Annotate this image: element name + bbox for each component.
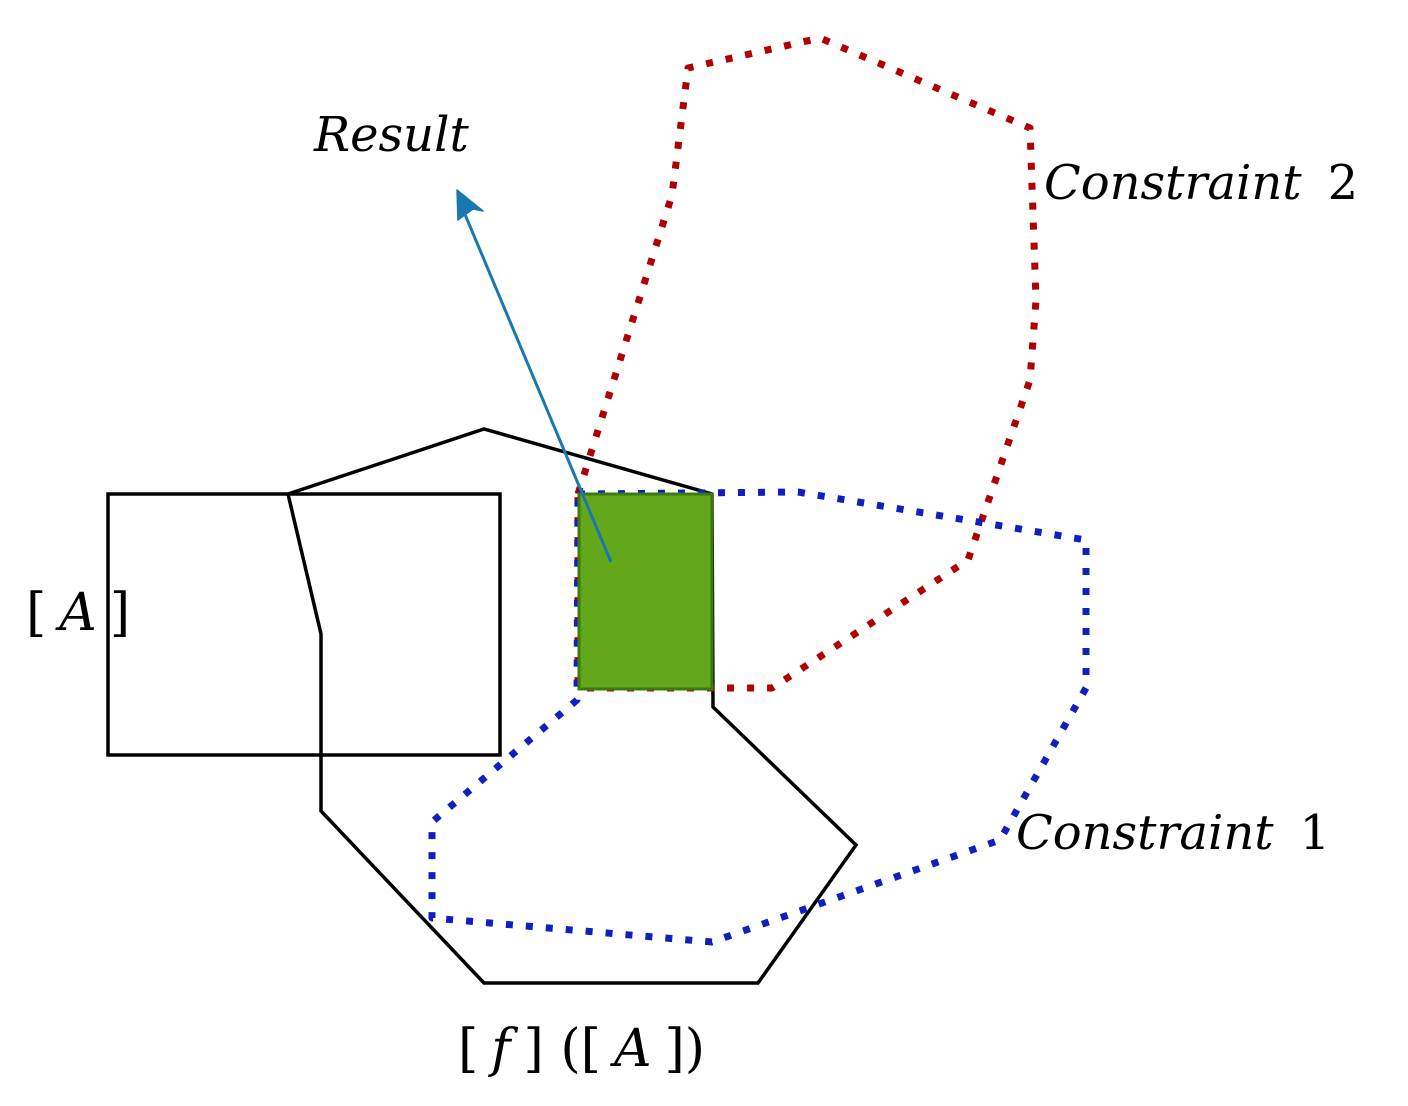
image-function: f	[487, 1019, 518, 1079]
image-label: [ f ] ([ A ])	[458, 1019, 705, 1079]
constraint-2-word: Constraint	[1044, 155, 1302, 211]
box-a-label: [ A ]	[26, 583, 130, 643]
constraint-1-label: Constraint 1	[1016, 805, 1330, 861]
image-bracket-open: [	[458, 1019, 478, 1079]
constraint-1-number: 1	[1300, 805, 1331, 861]
result-region	[577, 492, 714, 691]
box-a-variable: A	[55, 583, 97, 643]
image-polygon	[285, 427, 859, 985]
result-arrow-shaft	[462, 211, 613, 563]
image-bracket-close: ])	[665, 1019, 706, 1079]
constraint-2-number: 2	[1328, 155, 1359, 211]
box-a-bracket-close: ]	[110, 583, 130, 643]
box-a	[106, 492, 502, 757]
constraint-2-label: Constraint 2	[1044, 155, 1358, 211]
result-label: Result	[313, 107, 469, 163]
constraint-1-word: Constraint	[1016, 805, 1274, 861]
image-mid-brackets: ] ([	[524, 1019, 601, 1079]
result-arrow-head	[456, 189, 484, 221]
image-variable: A	[610, 1019, 652, 1079]
constraint-1-region	[428, 488, 1090, 946]
box-a-bracket-open: [	[26, 583, 46, 643]
